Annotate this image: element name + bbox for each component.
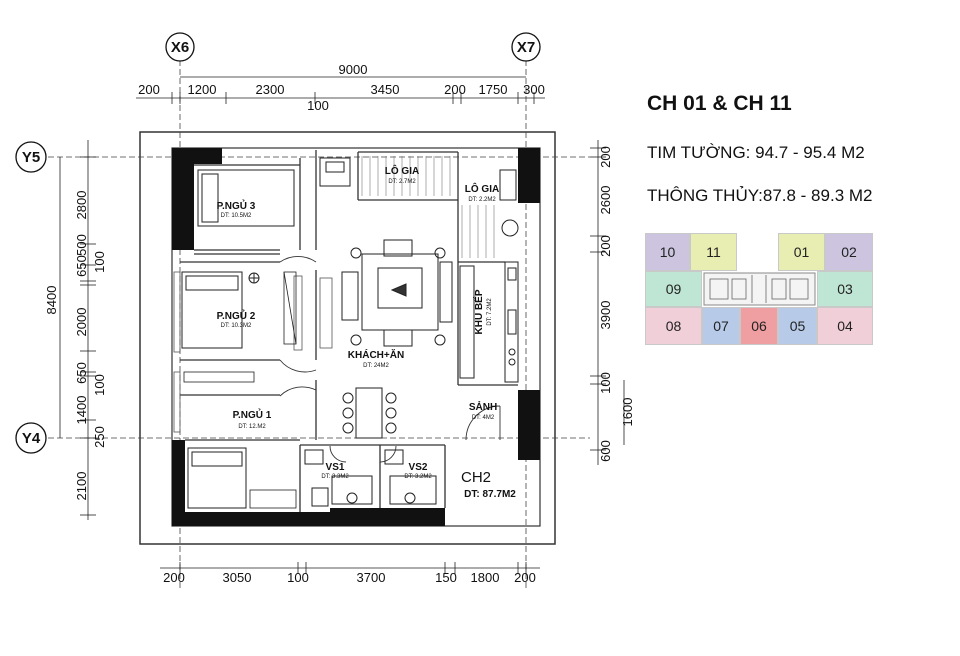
dim-ticks-left <box>80 156 96 516</box>
axis-label-x7: X7 <box>517 39 535 56</box>
room-area-bed2: DT: 10.3M2 <box>221 323 252 329</box>
room-label-living: KHÁCH+ĂN <box>348 348 404 361</box>
dim-bottom-2: 100 <box>287 570 309 585</box>
dim-right-0: 200 <box>598 146 613 168</box>
dim-right-1: 2600 <box>598 186 613 215</box>
clear-area-text: THÔNG THỦY:87.8 - 89.3 M2 <box>647 186 873 205</box>
axis-bubble-x7 <box>511 32 541 62</box>
core-outline <box>703 272 816 306</box>
dim-bottom-3: 3700 <box>357 570 386 585</box>
key-unit-11: 11 <box>690 233 737 271</box>
dim-left-2: 500 <box>74 234 89 256</box>
room-label-wc1: VS1 <box>326 462 345 473</box>
tv-unit <box>319 157 351 187</box>
dim-left-7: 1400 <box>74 396 89 425</box>
dim-left-5: 650 <box>74 362 89 384</box>
bed-room1 <box>187 447 247 509</box>
kitchen-counter <box>459 169 519 383</box>
plan-frame <box>139 131 556 545</box>
axis-label-x6: X6 <box>171 39 189 56</box>
windows <box>173 271 333 433</box>
room-label-loggia2: LÔ GIA <box>465 182 499 195</box>
dim-right-5: 600 <box>598 440 613 462</box>
dining-set <box>342 387 397 439</box>
room-area-kitchen: DT: 7.2M2 <box>487 298 493 326</box>
key-unit-04: 04 <box>817 307 873 345</box>
room-label-hall: SẢNH <box>469 400 497 413</box>
loggia-hatch <box>361 156 495 258</box>
dim-top-6: 300 <box>523 82 545 97</box>
dim-bottom-6: 200 <box>514 570 536 585</box>
door-swings <box>279 256 501 463</box>
key-unit-02: 02 <box>825 233 873 271</box>
dim-left-1: 650 <box>74 255 89 277</box>
dim-ticks-bottom <box>179 562 527 574</box>
wall-area-text: TIM TƯỜNG: 94.7 - 95.4 M2 <box>647 143 865 162</box>
bed-room3 <box>197 169 295 227</box>
dim-right-3: 3900 <box>598 301 613 330</box>
key-unit-07: 07 <box>702 307 740 345</box>
unit-label: CH2 <box>461 469 491 486</box>
dim-top-mid: 100 <box>307 98 329 113</box>
room-area-wc2: DT: 3.2M2 <box>404 474 432 480</box>
room-label-loggia1: LÔ GIA <box>385 164 419 177</box>
dim-left-0: 2800 <box>74 191 89 220</box>
room-area-bed1: DT: 12.M2 <box>238 424 266 430</box>
room-area-loggia2: DT: 2.2M2 <box>468 197 496 203</box>
dim-right-4: 100 <box>598 372 613 394</box>
axis-bubble-y5 <box>15 141 47 173</box>
room-area-loggia1: DT: 2.7M2 <box>388 179 416 185</box>
dim-bottom-0: 200 <box>163 570 185 585</box>
dim-top-5: 1750 <box>479 82 508 97</box>
dim-left-9: 2100 <box>74 472 89 501</box>
room-label-bed3: P.NGỦ 3 <box>217 199 256 212</box>
key-unit-06: 06 <box>740 307 778 345</box>
key-unit-09: 09 <box>645 271 702 307</box>
room-area-living: DT: 24M2 <box>363 363 389 369</box>
key-unit-08: 08 <box>645 307 702 345</box>
dim-left-3: 100 <box>92 251 107 273</box>
dim-top-3: 3450 <box>371 82 400 97</box>
dim-top-4: 200 <box>444 82 466 97</box>
room-area-hall: DT: 4M2 <box>472 415 495 421</box>
unit-key-plan: 10 11 01 02 09 03 08 07 06 05 04 <box>645 233 873 345</box>
key-unit-10: 10 <box>645 233 690 271</box>
bathroom-fixtures <box>304 449 437 507</box>
dim-left-total: 8400 <box>44 286 59 315</box>
axis-label-y5: Y5 <box>22 149 40 166</box>
room-area-bed3: DT: 10.5M2 <box>221 213 252 219</box>
dim-ticks-right <box>590 147 606 451</box>
dim-right-outer: 1600 <box>620 398 635 427</box>
dim-ticks-top <box>171 92 535 104</box>
unit-area: DT: 87.7M2 <box>464 489 516 500</box>
room-label-kitchen: KHU BẾP <box>472 289 485 334</box>
dim-bottom-4: 150 <box>435 570 457 585</box>
dim-left-6: 100 <box>92 374 107 396</box>
dim-bottom-1: 3050 <box>223 570 252 585</box>
room-label-bed1: P.NGỦ 1 <box>233 408 272 421</box>
dim-top-1: 1200 <box>188 82 217 97</box>
room-area-wc1: DT: 3.3M2 <box>321 474 349 480</box>
dim-top-2: 2300 <box>256 82 285 97</box>
wardrobes <box>183 271 297 509</box>
room-label-wc2: VS2 <box>409 462 428 473</box>
key-unit-03: 03 <box>817 271 873 307</box>
key-unit-01: 01 <box>778 233 825 271</box>
key-unit-05: 05 <box>778 307 817 345</box>
dim-top-total: 9000 <box>339 62 368 77</box>
apartment-title: CH 01 & CH 11 <box>647 92 792 115</box>
bed-room2 <box>181 271 260 349</box>
dim-right-2: 200 <box>598 235 613 257</box>
dim-left-8: 250 <box>92 426 107 448</box>
dim-bottom-5: 1800 <box>471 570 500 585</box>
structural-walls <box>172 148 540 526</box>
sofa-set <box>341 239 453 347</box>
dim-left-4: 2000 <box>74 308 89 337</box>
axis-bubble-x6 <box>165 32 195 62</box>
axis-bubble-y4 <box>15 422 47 454</box>
axis-label-y4: Y4 <box>22 430 41 447</box>
dim-top-0: 200 <box>138 82 160 97</box>
room-label-bed2: P.NGỦ 2 <box>217 309 256 322</box>
